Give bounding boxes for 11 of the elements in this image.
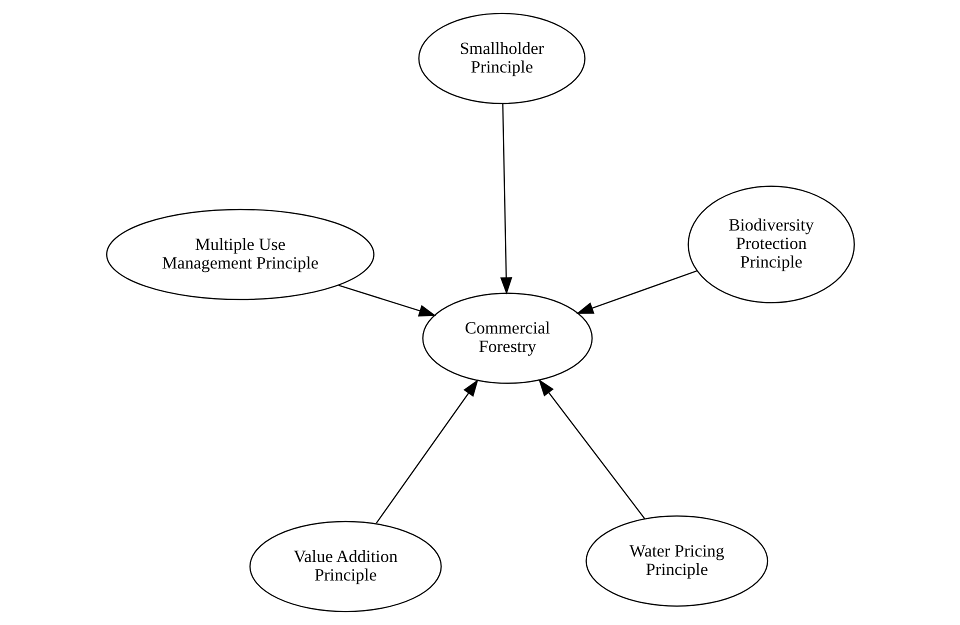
node-ellipse: Multiple Use Management Principle [106,208,374,300]
node-ellipse: Value Addition Principle [248,520,442,612]
arrow [500,104,512,295]
arrow [538,379,645,519]
arrow [576,270,697,314]
node-ellipse: Biodiversity Protection Principle [687,186,854,304]
node-ellipse: Smallholder Principle [418,12,585,104]
node-ellipse: Commercial Forestry [422,292,592,384]
arrow [338,284,436,317]
node-ellipse: Water Pricing Principle [585,515,768,607]
arrow [375,379,478,524]
